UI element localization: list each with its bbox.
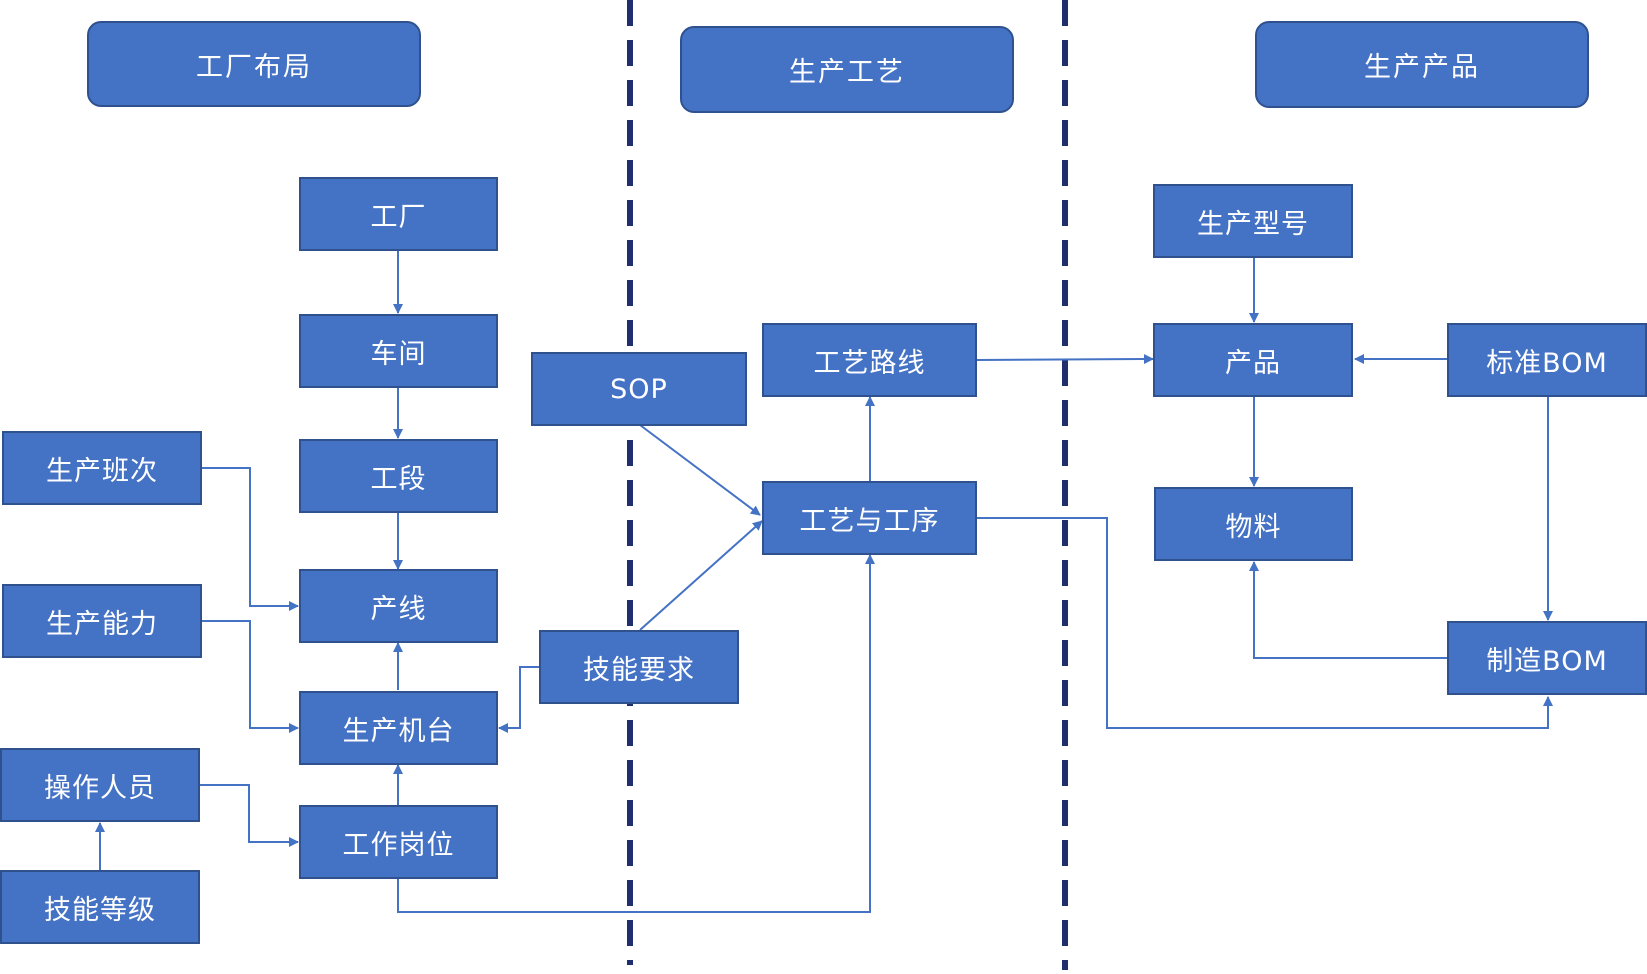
node-material: 物料 <box>1154 487 1353 561</box>
edge-skillreq-machine <box>498 666 540 733</box>
node-product: 产品 <box>1153 323 1353 397</box>
node-production-line: 产线 <box>299 569 498 643</box>
node-process-route: 工艺路线 <box>762 323 977 397</box>
node-sop: SOP <box>531 352 747 426</box>
edge-route-product <box>976 354 1154 365</box>
node-process-operation: 工艺与工序 <box>762 481 977 555</box>
node-skill-requirement: 技能要求 <box>539 630 739 704</box>
edge-capacity-machine <box>201 620 299 733</box>
node-skill-level: 技能等级 <box>0 870 200 944</box>
edge-operator-workstation <box>199 784 299 847</box>
node-factory: 工厂 <box>299 177 498 251</box>
edge-mfgbom-material <box>1249 561 1449 659</box>
edge-skillreq-operation <box>639 520 763 631</box>
node-operator: 操作人员 <box>0 748 200 822</box>
node-production-machine: 生产机台 <box>299 691 498 765</box>
edge-shift-line <box>201 467 299 611</box>
header-production-process: 生产工艺 <box>680 26 1014 113</box>
node-production-model: 生产型号 <box>1153 184 1353 258</box>
node-production-shift: 生产班次 <box>2 431 202 505</box>
node-workstation: 工作岗位 <box>299 805 498 879</box>
edge-sop-operation <box>639 424 761 516</box>
node-manufacturing-bom: 制造BOM <box>1447 621 1647 695</box>
header-production-product: 生产产品 <box>1255 21 1589 108</box>
node-section: 工段 <box>299 439 498 513</box>
node-workshop: 车间 <box>299 314 498 388</box>
header-factory-layout: 工厂布局 <box>87 21 421 107</box>
node-standard-bom: 标准BOM <box>1447 323 1647 397</box>
node-production-capacity: 生产能力 <box>2 584 202 658</box>
edge-operation-mfgbom <box>977 517 1553 729</box>
edge-workstation-operation <box>397 554 875 913</box>
